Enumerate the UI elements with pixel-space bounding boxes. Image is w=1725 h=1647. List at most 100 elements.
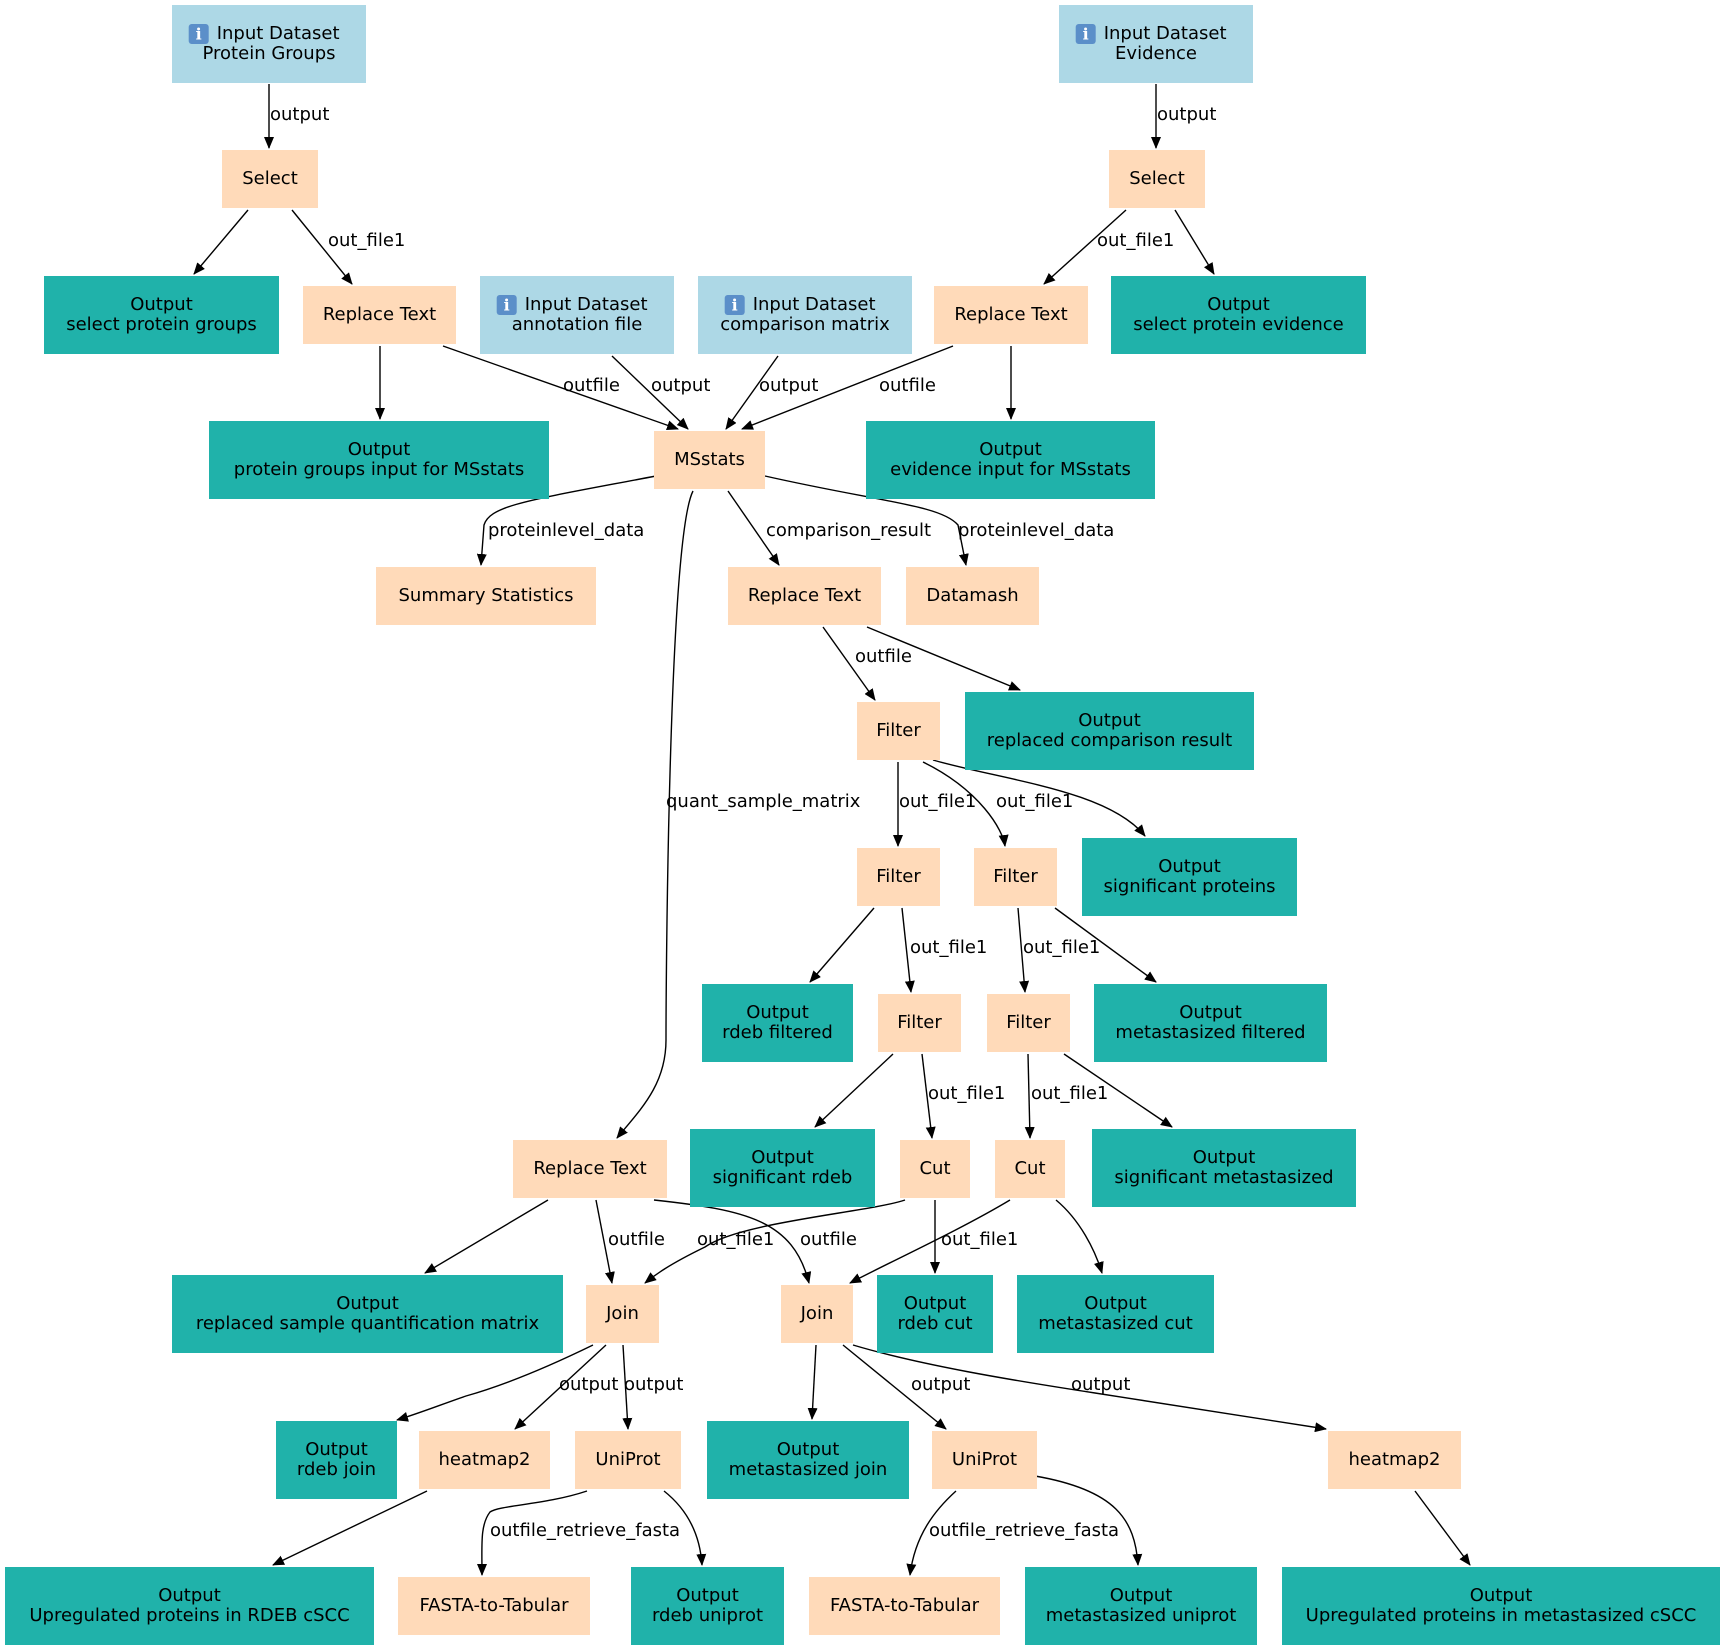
node-title: Filter (993, 866, 1038, 887)
tool-node-heatmap1[interactable]: heatmap2 (419, 1431, 550, 1489)
node-title: Output (1110, 1585, 1173, 1606)
edge-msstats-to-rt3 (727, 490, 780, 566)
tool-box (781, 1285, 853, 1343)
edge-label: out_file1 (1023, 937, 1100, 958)
tool-node-cut1[interactable]: Cut (900, 1140, 970, 1198)
tool-box (1109, 150, 1205, 208)
node-title: FASTA-to-Tabular (830, 1595, 980, 1616)
edge-label: out_file1 (1097, 230, 1174, 251)
output-box (1094, 984, 1327, 1062)
tool-node-rt3[interactable]: Replace Text (728, 567, 881, 625)
tool-node-cut2[interactable]: Cut (995, 1140, 1065, 1198)
edge-join1-to-out_rdeb_join (396, 1344, 594, 1422)
edge-filter5-to-out_sig_meta (1063, 1053, 1173, 1128)
node-title: Output (348, 439, 411, 460)
tool-node-uniprot2[interactable]: UniProt (932, 1431, 1037, 1489)
edge-rt4-to-join1 (595, 1199, 615, 1284)
tool-node-filter4[interactable]: Filter (878, 994, 961, 1052)
edge-label: outfile (563, 375, 620, 396)
tool-node-datamash[interactable]: Datamash (906, 567, 1039, 625)
edge-select1-to-rt1 (291, 209, 353, 285)
node-subtitle: protein groups input for MSstats (234, 459, 524, 480)
tool-node-join1[interactable]: Join (586, 1285, 659, 1343)
tool-node-heatmap2[interactable]: heatmap2 (1328, 1431, 1461, 1489)
svg-text:i: i (504, 296, 510, 315)
tool-node-rt4[interactable]: Replace Text (513, 1140, 667, 1198)
node-subtitle: metastasized uniprot (1046, 1605, 1237, 1626)
tool-node-select2[interactable]: Select (1109, 150, 1205, 208)
node-title: Output (336, 1293, 399, 1314)
tool-node-rt2[interactable]: Replace Text (934, 286, 1088, 344)
tool-node-join2[interactable]: Join (781, 1285, 853, 1343)
tool-node-rt1[interactable]: Replace Text (303, 286, 456, 344)
node-title: Output (746, 1002, 809, 1023)
tool-box (932, 1431, 1037, 1489)
node-title: Select (242, 168, 298, 189)
info-icon: i (724, 295, 745, 315)
node-title: Output (777, 1439, 840, 1460)
node-title: UniProt (952, 1449, 1017, 1470)
edge-label: output (270, 104, 329, 125)
tool-node-filter5[interactable]: Filter (987, 994, 1070, 1052)
info-icon: i (496, 295, 517, 315)
output-box (707, 1421, 909, 1499)
output-box (172, 1275, 563, 1353)
edge-label: output (1071, 1374, 1130, 1395)
node-title: Replace Text (323, 304, 436, 325)
tool-node-msstats[interactable]: MSstats (654, 431, 765, 489)
node-subtitle: rdeb uniprot (652, 1605, 763, 1626)
info-icon: i (1075, 24, 1096, 44)
tool-box (513, 1140, 667, 1198)
node-title: Input Dataset (753, 294, 876, 315)
edge-in_cmp-to-msstats (725, 355, 779, 430)
tool-box (878, 994, 961, 1052)
edge-uniprot1-to-fasta1 (476, 1490, 588, 1576)
node-subtitle: metastasized filtered (1115, 1022, 1305, 1043)
output-box (276, 1421, 397, 1499)
tool-box (900, 1140, 970, 1198)
node-title: Filter (1006, 1012, 1051, 1033)
tool-node-select1[interactable]: Select (222, 150, 318, 208)
edge-filter4-to-out_sig_rdeb (814, 1053, 894, 1128)
node-title: Summary Statistics (399, 585, 574, 606)
node-title: Join (605, 1303, 639, 1324)
tool-box (987, 994, 1070, 1052)
tool-node-sumstats[interactable]: Summary Statistics (376, 567, 596, 625)
node-subtitle: significant rdeb (713, 1167, 853, 1188)
edge-rt4-to-join2 (653, 1199, 812, 1284)
edge-label: proteinlevel_data (958, 520, 1114, 541)
tool-node-fasta2[interactable]: FASTA-to-Tabular (809, 1577, 1000, 1635)
node-title: Output (751, 1147, 814, 1168)
tool-node-uniprot1[interactable]: UniProt (575, 1431, 681, 1489)
tool-node-filter1[interactable]: Filter (857, 702, 940, 760)
tool-node-filter2[interactable]: Filter (857, 848, 940, 906)
tool-box (303, 286, 456, 344)
tool-node-filter3[interactable]: Filter (974, 848, 1057, 906)
edge-label: output (624, 1374, 683, 1395)
tool-node-fasta1[interactable]: FASTA-to-Tabular (398, 1577, 590, 1635)
edge-label: output (759, 375, 818, 396)
